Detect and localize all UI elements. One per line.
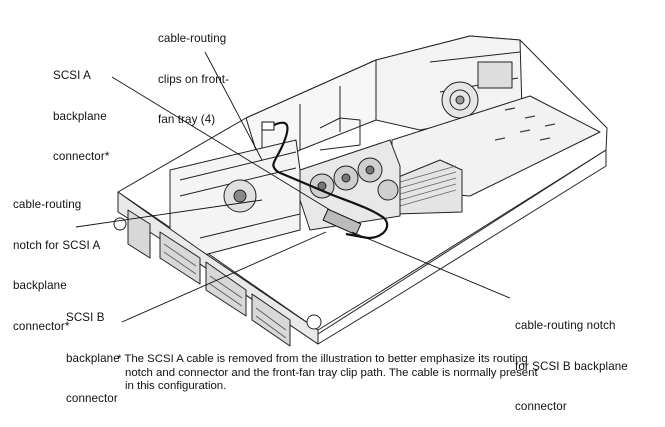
callout-line: connector (66, 392, 118, 405)
callout-line: connector (515, 400, 567, 413)
callout-notch-scsi-a: cable-routing notch for SCSI A backplane… (13, 171, 100, 347)
callout-line: connector* (53, 150, 110, 163)
cable-clip (261, 121, 275, 131)
callout-line: cable-routing (13, 198, 82, 211)
leader-lines (75, 51, 511, 323)
scsi-b-connector (322, 208, 362, 236)
callout-line: cable-routing notch (515, 319, 616, 332)
callout-scsi-b-connector: SCSI B backplane connector (66, 284, 120, 419)
callout-scsi-a-connector: SCSI A backplane connector* (53, 42, 109, 177)
callout-line: backplane (53, 109, 107, 123)
footnote-line: notch and connector and the front-fan tr… (125, 366, 538, 379)
front-fan-tray (299, 139, 401, 231)
callout-line: fan tray (4) (158, 113, 216, 126)
callout-line: SCSI A (53, 69, 91, 82)
rear-psu-area (375, 35, 523, 131)
callout-notch-scsi-b: cable-routing notch for SCSI B backplane… (515, 292, 628, 427)
server-chassis-illustration (75, 35, 608, 347)
footnote-line: * The SCSI A cable is removed from the i… (117, 353, 528, 365)
callout-line: backplane (66, 351, 120, 365)
callout-cable-clips: cable-routing clips on front- fan tray (… (158, 5, 229, 140)
callout-line: SCSI B (66, 311, 105, 324)
front-drive-slots (113, 191, 322, 347)
cable-routing-path (267, 121, 389, 240)
callout-line: clips on front- (158, 72, 230, 86)
footnote: * The SCSI A cable is removed from the i… (117, 353, 538, 394)
callout-line: backplane (13, 279, 67, 292)
footnote-line: in this configuration. (125, 380, 227, 393)
callout-line: for SCSI B backplane (515, 359, 628, 373)
callout-line: cable-routing (158, 32, 227, 45)
callout-line: notch for SCSI A (13, 238, 101, 252)
callout-line: connector* (13, 319, 70, 333)
